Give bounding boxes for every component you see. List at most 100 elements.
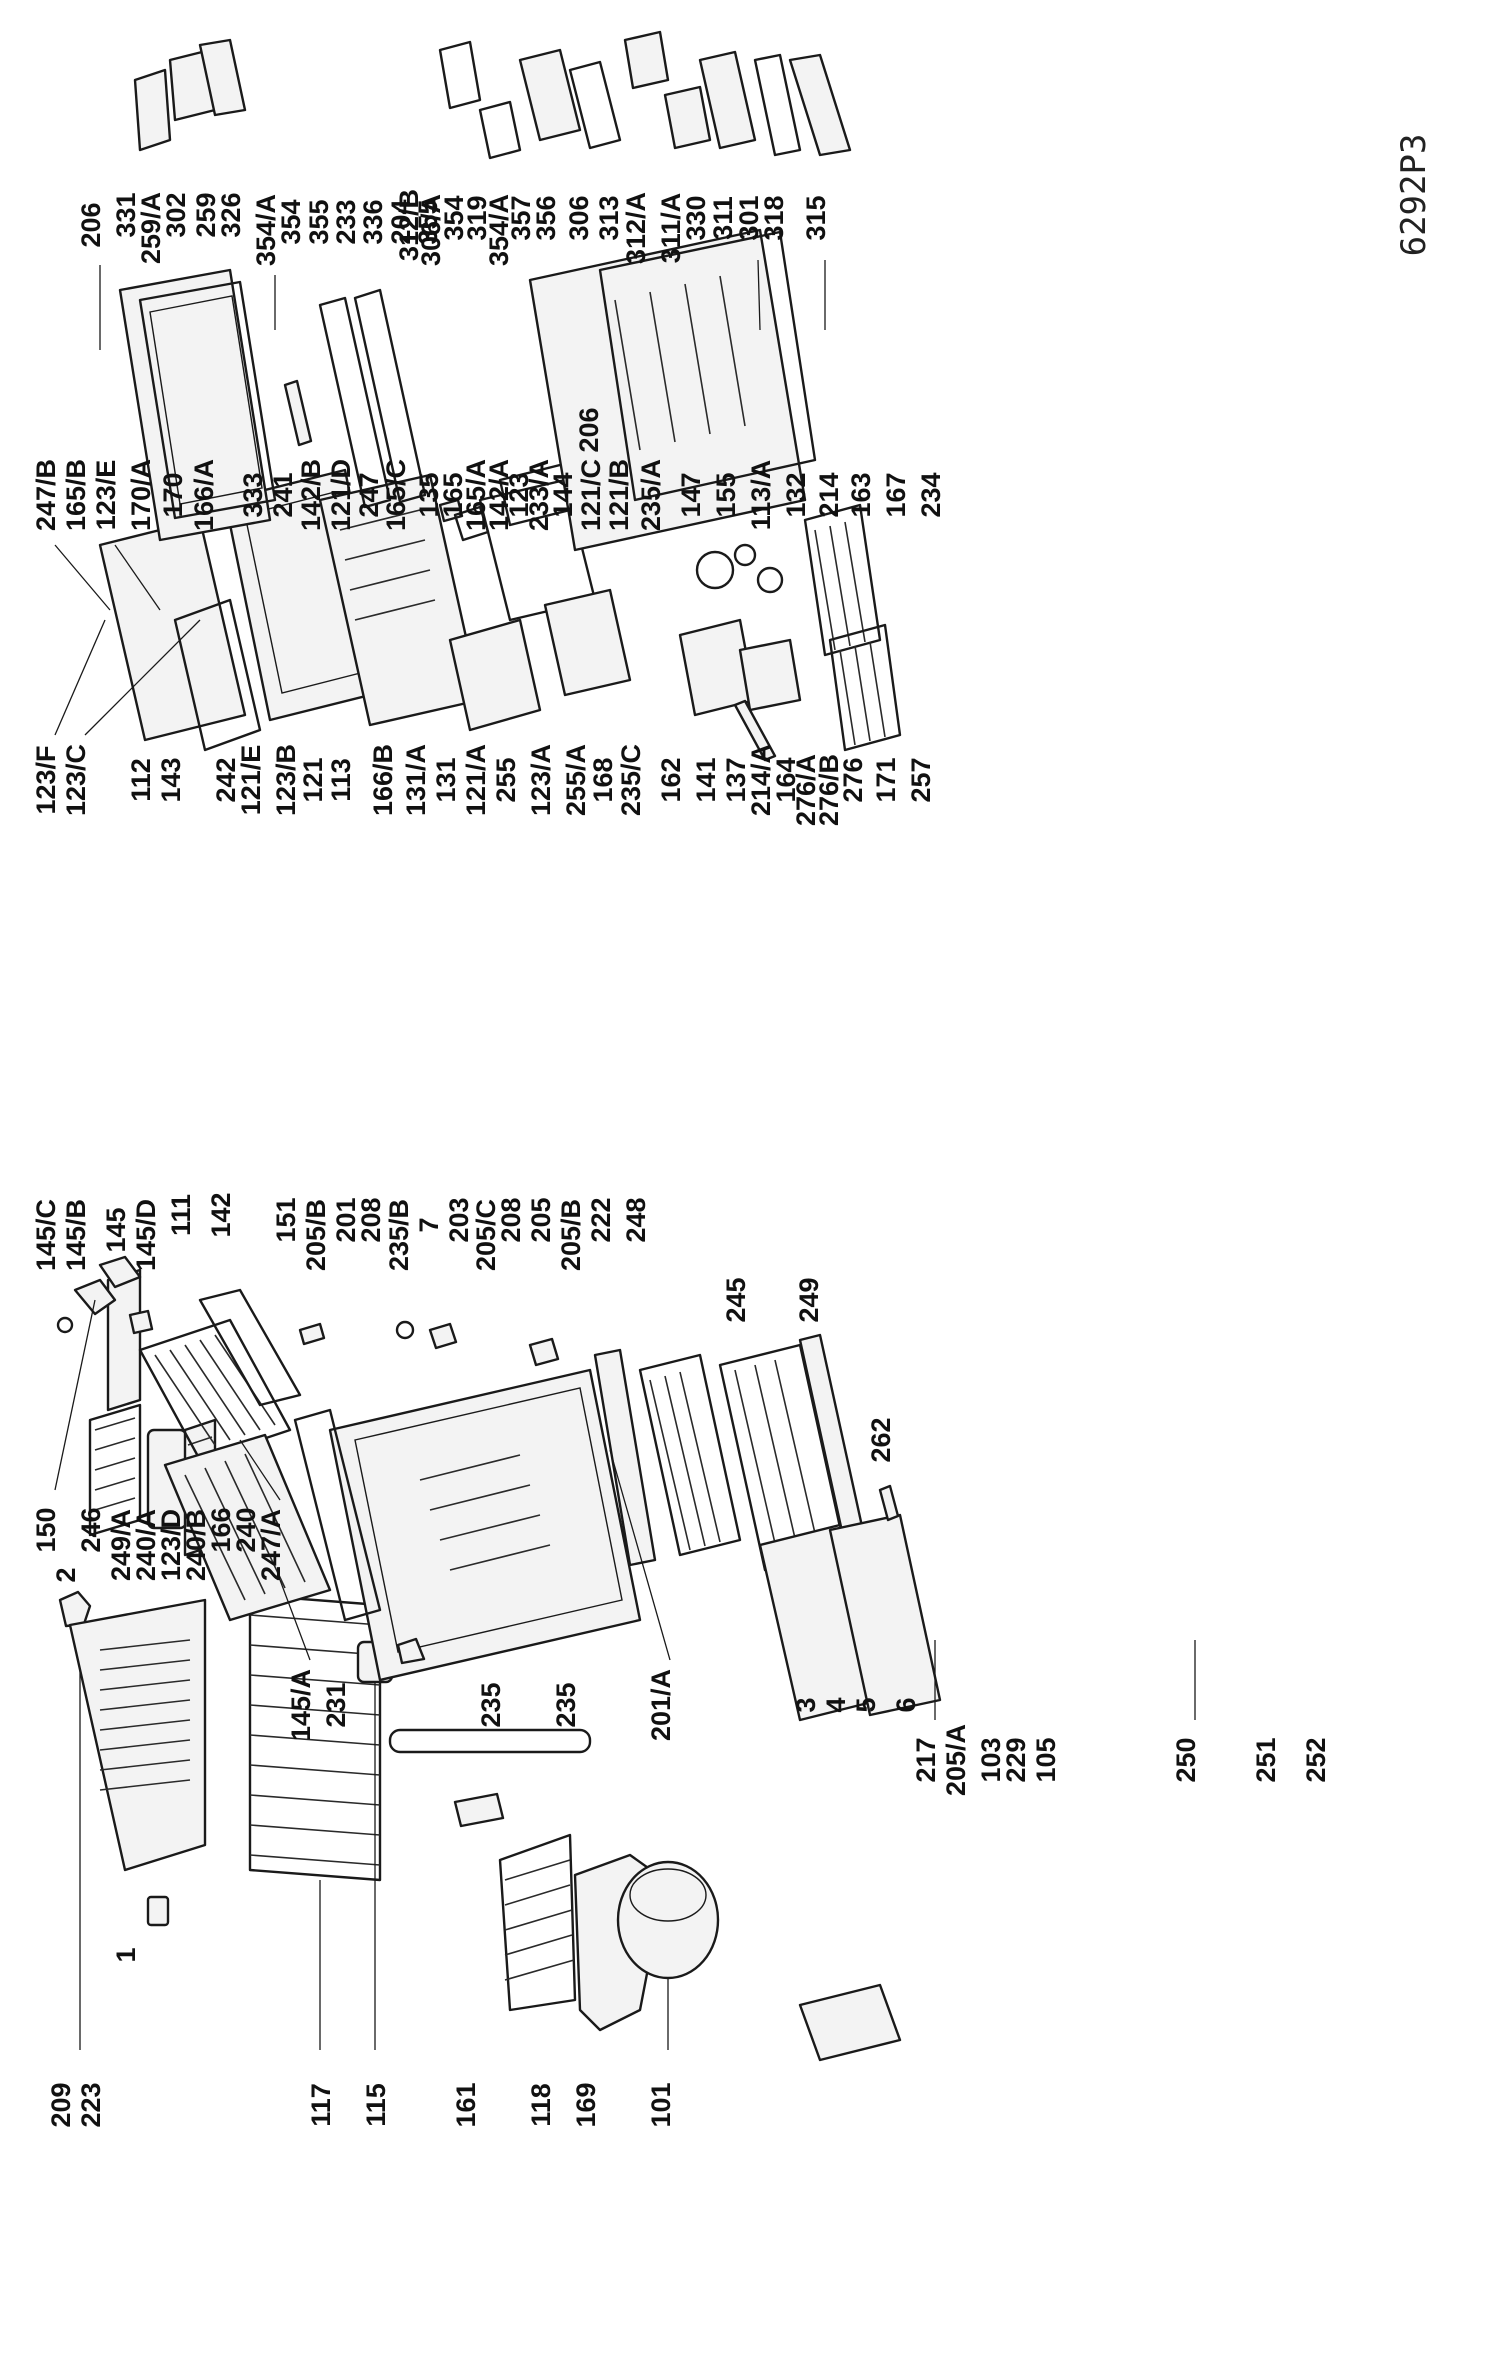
part-319-egg	[478, 100, 522, 160]
label-354-b: 354	[439, 195, 469, 240]
label-354: 354	[276, 199, 306, 244]
label-111: 111	[166, 1194, 196, 1236]
part-311-bin	[698, 50, 757, 150]
label-112: 112	[126, 758, 156, 802]
part-248-shelf	[638, 1353, 742, 1557]
label-123e: 123/E	[91, 460, 121, 531]
label-252: 252	[1301, 1737, 1331, 1782]
label-121c: 121/C	[576, 459, 606, 531]
label-355: 355	[304, 199, 334, 244]
part-259a-shelf	[133, 68, 172, 152]
part-235-cabinet	[328, 1368, 642, 1682]
label-214: 214	[814, 472, 844, 517]
label-306a: 306/A	[416, 194, 446, 266]
label-241: 241	[268, 472, 298, 517]
label-142a: 142/A	[484, 459, 514, 531]
part-333-handle	[283, 379, 313, 447]
label-132: 132	[781, 472, 811, 517]
part-257-box	[828, 623, 902, 752]
label-315: 315	[801, 195, 831, 240]
part-145b	[73, 1278, 117, 1316]
label-117: 117	[306, 2083, 336, 2127]
part-330-liner	[598, 230, 817, 502]
part-214-knob	[733, 543, 757, 567]
label-205a: 205/A	[941, 1724, 971, 1796]
label-163: 163	[846, 472, 876, 517]
label-354a: 354/A	[251, 194, 281, 266]
label-145b: 145/B	[61, 1199, 91, 1271]
label-4: 4	[821, 1697, 851, 1712]
label-233a: 233/A	[524, 459, 554, 531]
label-121b: 121/B	[604, 459, 634, 531]
label-229: 229	[1001, 1737, 1031, 1782]
label-318: 318	[759, 195, 789, 240]
part-201	[298, 1322, 326, 1346]
label-123: 123	[504, 472, 534, 517]
part-labels: 209 223 1 117 115 161 118 169 101 2 150 …	[31, 189, 1331, 2128]
label-208: 208	[356, 1197, 386, 1242]
part-167-crisper	[803, 503, 882, 657]
part-311a-box	[663, 85, 712, 150]
label-123c: 123/C	[61, 744, 91, 816]
label-113a: 113/A	[746, 460, 776, 531]
label-255a: 255/A	[561, 744, 591, 816]
label-131: 131	[431, 757, 461, 802]
label-205c: 205/C	[471, 1199, 501, 1271]
label-311: 311	[708, 196, 738, 240]
label-357: 357	[506, 195, 536, 240]
label-247: 247	[354, 472, 384, 517]
label-247b: 247/B	[31, 459, 61, 531]
label-356: 356	[531, 195, 561, 240]
part-143-cover	[173, 598, 262, 752]
label-1: 1	[111, 1947, 141, 1962]
label-3: 3	[791, 1697, 821, 1712]
label-214a: 214/A	[746, 744, 776, 816]
label-103: 103	[976, 1737, 1006, 1782]
part-118-coil	[498, 1833, 577, 2012]
part-255-control	[448, 618, 542, 732]
label-336: 336	[358, 199, 388, 244]
label-6: 6	[891, 1697, 921, 1712]
door-group	[118, 30, 852, 552]
label-251: 251	[1251, 1737, 1281, 1782]
label-217: 217	[911, 1737, 941, 1782]
label-166: 166	[206, 1507, 236, 1552]
part-145c	[56, 1316, 74, 1334]
part-222-rail	[593, 1348, 657, 1567]
part-209-knob	[58, 1590, 92, 1628]
label-312b: 312/B	[394, 189, 424, 261]
label-247a: 247/A	[256, 1509, 286, 1581]
part-301-door	[528, 228, 807, 552]
label-201a: 201/A	[646, 1669, 676, 1741]
label-205b: 205/B	[301, 1199, 331, 1271]
part-164-bracket	[738, 638, 802, 712]
label-144: 144	[548, 472, 578, 517]
label-121a: 121/A	[461, 744, 491, 816]
part-box-small	[623, 30, 670, 90]
label-302: 302	[161, 192, 191, 237]
label-167: 167	[881, 472, 911, 517]
label-234: 234	[916, 472, 946, 517]
part-145	[98, 1255, 142, 1289]
label-222: 222	[586, 1197, 616, 1242]
part-223-tray	[68, 1598, 207, 1872]
label-145a: 145/A	[286, 1669, 316, 1741]
label-145d: 145/D	[131, 1199, 161, 1271]
label-105: 105	[1031, 1737, 1061, 1782]
leader-lines	[54, 259, 1196, 1720]
part-246-shelf	[106, 1268, 142, 1412]
label-161: 161	[451, 2082, 481, 2127]
label-311a: 311/A	[656, 193, 686, 264]
label-165b: 165/B	[61, 459, 91, 531]
part-247a-shelf	[163, 1433, 332, 1622]
label-233: 233	[331, 199, 361, 244]
label-276a: 276/A	[791, 754, 821, 826]
label-2: 2	[51, 1567, 81, 1582]
label-255: 255	[491, 757, 521, 802]
part-tray	[798, 1983, 902, 2062]
label-301: 301	[734, 195, 764, 240]
label-141: 141	[691, 757, 721, 802]
label-257: 257	[906, 757, 936, 802]
part-201a	[396, 1637, 426, 1665]
